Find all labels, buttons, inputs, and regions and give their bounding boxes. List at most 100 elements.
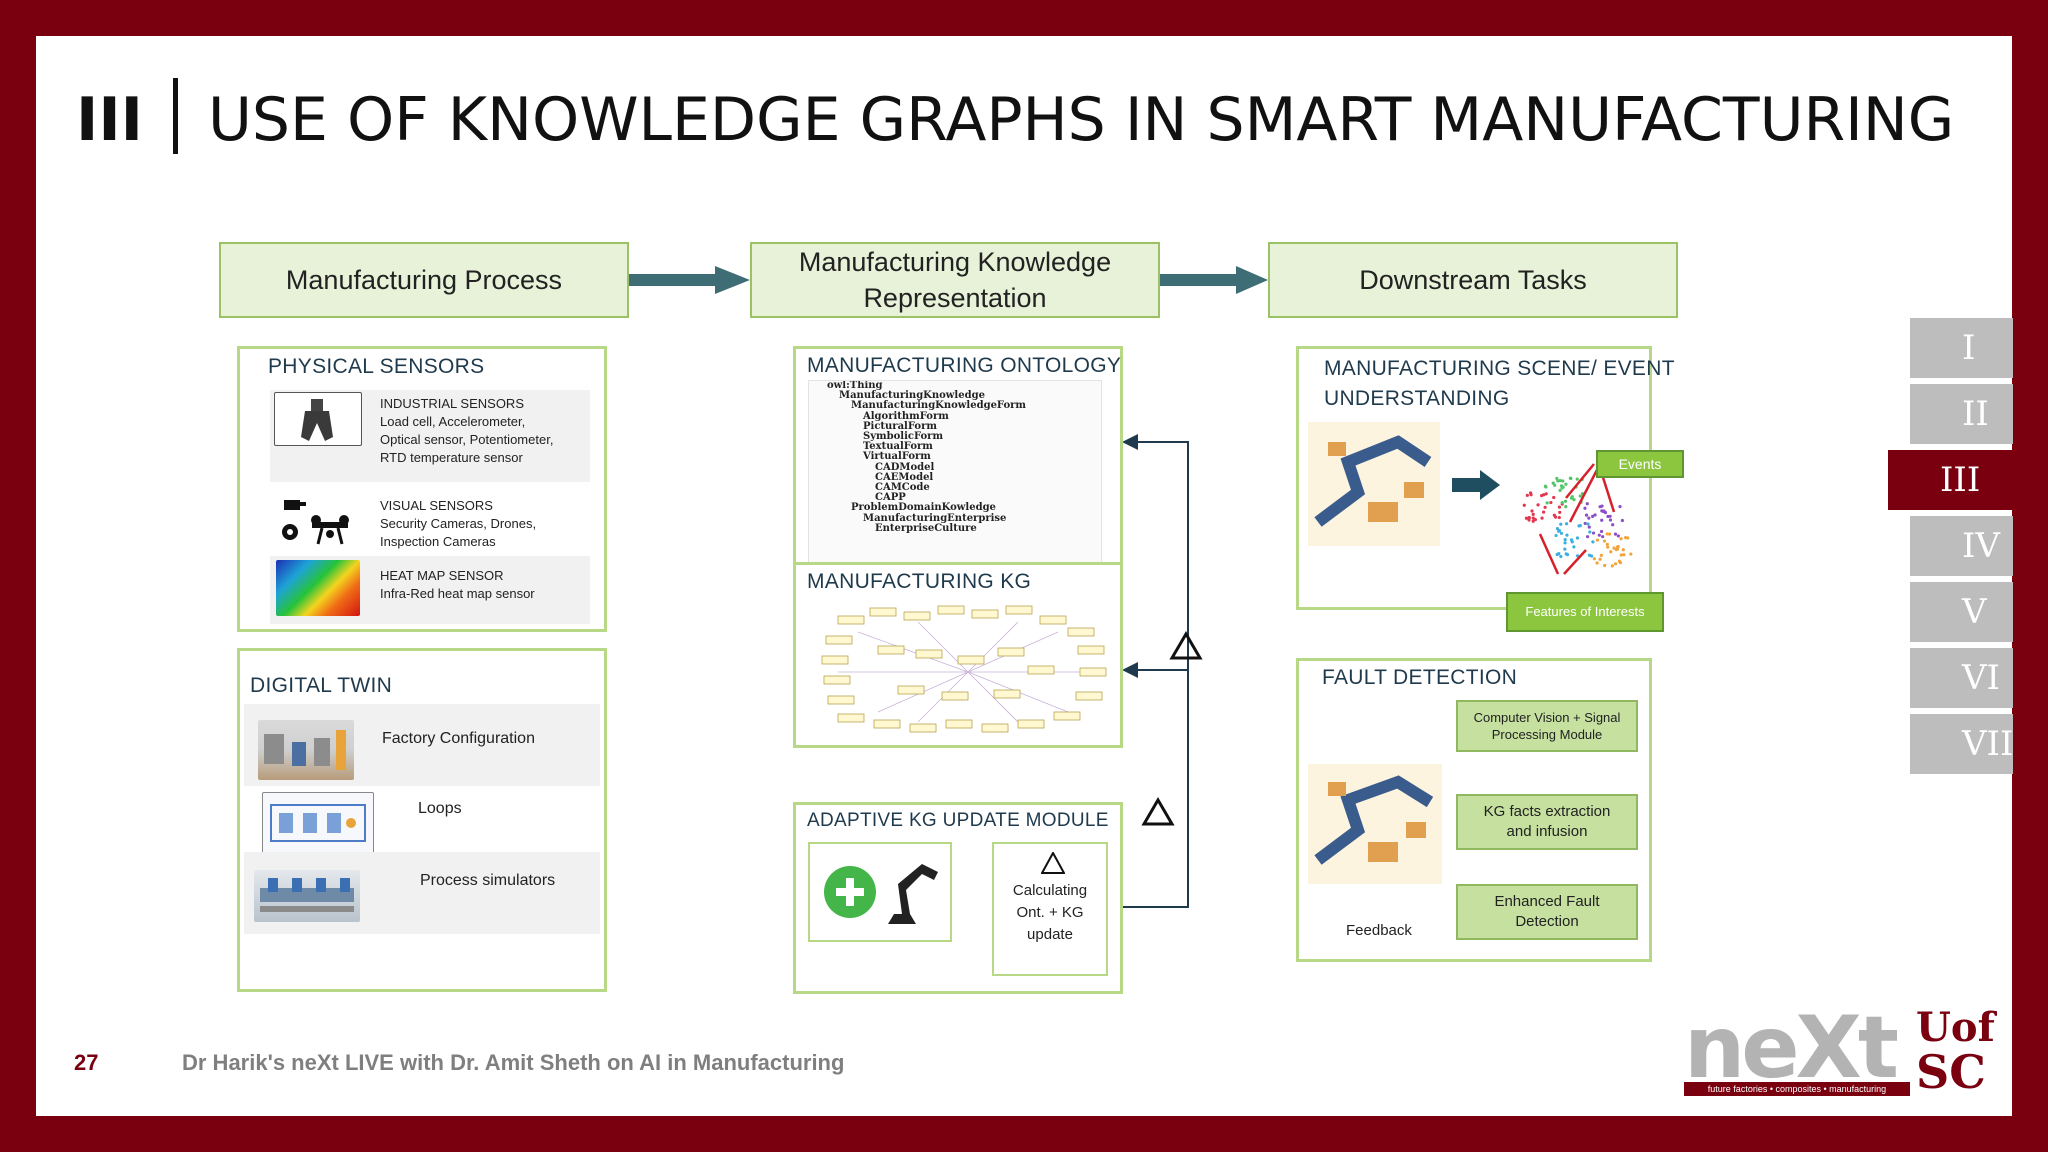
kg-facts-line2: and infusion: [1506, 823, 1588, 840]
next-logo-tagline: future factories • composites • manufact…: [1684, 1082, 1910, 1096]
scatter-dot: [1543, 484, 1548, 488]
scatter-dot: [1559, 554, 1563, 559]
calculating-line3: update: [1027, 926, 1073, 943]
visual-sensors-line2: Inspection Cameras: [380, 534, 496, 549]
ontology-node: EnterpriseCulture: [875, 522, 977, 534]
scatter-dot: [1522, 503, 1526, 507]
calculating-text: Calculating Ont. + KG update: [994, 880, 1106, 946]
nav-tab-3[interactable]: III: [1888, 450, 2013, 510]
ontology-node: ProblemDomainKowledge: [851, 502, 996, 514]
title-divider: [172, 78, 178, 154]
scatter-dot: [1591, 531, 1596, 535]
scatter-dot: [1599, 529, 1604, 534]
scatter-dot: [1544, 492, 1548, 496]
nav-tab-7[interactable]: VII: [1910, 714, 2013, 774]
factory-config-image: [258, 720, 354, 780]
fault-factory-image: [1308, 764, 1442, 884]
ontology-node: CAPP: [875, 492, 906, 504]
scatter-dot: [1624, 536, 1628, 540]
scatter-dot: [1602, 539, 1607, 543]
scatter-dot: [1557, 515, 1561, 520]
visual-sensors-label: VISUAL SENSORS: [380, 498, 493, 513]
ontology-node: PicturalForm: [863, 420, 937, 432]
scatter-dot: [1570, 540, 1574, 544]
scatter-dot: [1564, 482, 1568, 486]
scatter-dot: [1591, 514, 1595, 518]
nav-tab-1[interactable]: I: [1910, 318, 2013, 378]
header-manufacturing-process: Manufacturing Process: [219, 242, 629, 318]
scatter-dot: [1629, 552, 1633, 556]
scatter-dot: [1528, 491, 1533, 495]
scatter-dot: [1608, 518, 1613, 522]
scatter-dot: [1554, 533, 1558, 538]
calculating-line2: Ont. + KG: [1016, 904, 1084, 921]
features-of-interest-label: Features of Interests: [1506, 592, 1664, 632]
page-number: 27: [74, 1050, 99, 1075]
uofsc-logo: Uof SC: [1916, 1008, 1995, 1097]
scatter-dot: [1527, 516, 1531, 520]
scatter-dot: [1565, 533, 1569, 537]
scatter-dot: [1570, 495, 1574, 499]
scatter-dot: [1564, 522, 1569, 526]
scatter-dot: [1584, 513, 1589, 517]
digital-twin-item-factory: Factory Configuration: [382, 730, 535, 747]
scatter-dot: [1572, 545, 1576, 549]
header-downstream-tasks: Downstream Tasks: [1268, 242, 1678, 318]
industrial-sensors-line3: RTD temperature sensor: [380, 450, 523, 465]
scatter-dot: [1540, 516, 1544, 520]
calculating-line1: Calculating: [1012, 882, 1088, 899]
scatter-dot: [1563, 541, 1567, 545]
industrial-sensors-text: INDUSTRIAL SENSORS Load cell, Accelerome…: [380, 395, 553, 467]
nav-tab-5[interactable]: V: [1910, 582, 2013, 642]
header-arrow-1: [629, 266, 750, 294]
ontology-node: VirtualForm: [863, 451, 931, 463]
scatter-dot: [1559, 484, 1564, 488]
scatter-dot: [1542, 510, 1546, 514]
nav-tab-6[interactable]: VI: [1910, 648, 2013, 708]
scatter-dot: [1577, 524, 1581, 528]
scatter-dot: [1606, 545, 1610, 549]
digital-twin-item-loops: Loops: [418, 800, 462, 817]
nav-tab-4[interactable]: IV: [1910, 516, 2013, 576]
loops-diagram-image: [262, 792, 374, 854]
header-arrow-2: [1160, 266, 1268, 294]
nav-tab-2[interactable]: II: [1910, 384, 2013, 444]
scatter-dot: [1563, 547, 1567, 551]
scatter-dot: [1557, 529, 1562, 533]
scatter-dot: [1585, 535, 1590, 539]
scatter-dot: [1531, 519, 1535, 523]
scene-title-line2: UNDERSTANDING: [1324, 387, 1510, 410]
header-process-label: Manufacturing Process: [285, 265, 563, 295]
scatter-dot: [1599, 553, 1603, 557]
scatter-dot: [1560, 501, 1564, 505]
ontology-node: AlgorithmForm: [863, 410, 949, 422]
next-logo: neXt future factories • composites • man…: [1684, 1002, 1946, 1106]
scatter-dot: [1608, 532, 1612, 536]
scatter-dot: [1618, 504, 1622, 509]
feedback-label: Feedback: [1346, 922, 1412, 939]
scatter-dot: [1610, 564, 1614, 568]
add-robot-box: [808, 842, 952, 942]
ontology-node: CAMCode: [875, 482, 930, 494]
visual-sensors-line1: Security Cameras, Drones,: [380, 516, 537, 531]
scene-title: MANUFACTURING SCENE/ EVENT UNDERSTANDING: [1324, 354, 1675, 414]
scatter-dot: [1558, 478, 1562, 483]
scatter-dot: [1622, 553, 1626, 557]
scatter-dot: [1578, 494, 1582, 498]
scatter-dot: [1619, 553, 1623, 557]
enhanced-line2: Detection: [1515, 913, 1579, 930]
camera-drone-icon: [278, 496, 358, 550]
section-number: III: [76, 85, 143, 155]
scatter-cluster-image: [1522, 463, 1633, 575]
header-rep-line1: Manufacturing Knowledge: [798, 247, 1112, 277]
scatter-dot: [1597, 533, 1601, 537]
industrial-sensors-label: INDUSTRIAL SENSORS: [380, 396, 524, 411]
ontology-node: CADModel: [875, 461, 935, 473]
scatter-dot: [1591, 540, 1595, 544]
ontology-node: ManufacturingKnowledge: [839, 390, 985, 402]
scatter-dot: [1555, 526, 1560, 531]
heat-map-image: [276, 560, 360, 616]
